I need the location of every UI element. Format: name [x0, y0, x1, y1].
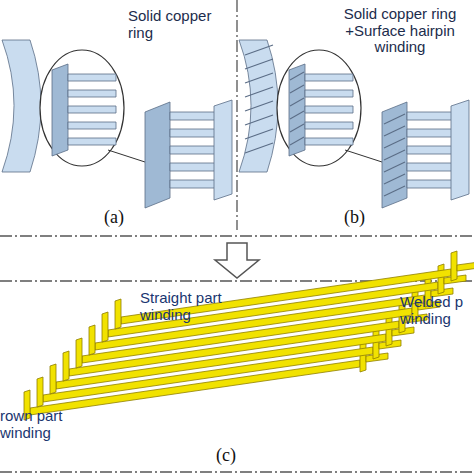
conductor-bar	[170, 129, 220, 137]
part-label: Welded p winding	[400, 294, 472, 327]
conductor-bar	[68, 138, 116, 145]
conductor-bar	[407, 180, 457, 188]
hairpin-conductor	[290, 72, 304, 80]
conductor-bar	[170, 180, 220, 188]
conductor-bar	[407, 163, 457, 171]
hairpin-conductor	[245, 143, 273, 153]
part-label: Straight part winding	[140, 290, 250, 323]
hairpin-conductor	[384, 150, 405, 160]
hairpin-conductor	[384, 186, 405, 196]
crown-end-turn	[76, 338, 82, 368]
conductor-bar	[68, 90, 116, 97]
conductor-bar	[68, 122, 116, 129]
conductor-bar	[305, 90, 353, 97]
conductor-bar	[407, 112, 457, 120]
ring-section	[289, 64, 305, 156]
conductor-bar	[170, 163, 220, 171]
hairpin-conductor	[384, 114, 405, 124]
winding-bar	[108, 282, 438, 337]
crown-end-turn	[63, 351, 69, 381]
crown-end-turn	[50, 364, 56, 394]
magnifier	[40, 50, 124, 166]
crown-end-turn	[89, 325, 95, 355]
hairpin-conductor	[384, 162, 405, 172]
separator-line	[236, 0, 237, 230]
crown-end-turn	[102, 312, 108, 342]
copper-ring	[2, 40, 41, 172]
hairpin-conductor	[384, 138, 405, 148]
hairpin-conductor	[384, 174, 405, 184]
conductor-bar	[305, 74, 353, 81]
down-arrow	[215, 243, 259, 278]
hairpin-conductor	[290, 98, 304, 106]
conductor-bar	[68, 74, 116, 81]
conductor-bar	[170, 112, 220, 120]
hairpin-conductor	[290, 137, 304, 145]
hairpin-conductor	[245, 59, 273, 69]
hairpin-conductor	[245, 101, 273, 111]
panel-b	[239, 40, 469, 208]
crown-end-turn	[115, 299, 121, 329]
crown-end-turn	[37, 377, 43, 407]
conductor-bar	[170, 146, 220, 154]
conductor-bar	[68, 106, 116, 113]
conductor-bar	[407, 129, 457, 137]
panel-a	[2, 40, 232, 208]
hairpin-conductor	[290, 85, 304, 93]
panel-c	[24, 251, 474, 420]
end-block	[451, 100, 469, 200]
welded-end-turn	[360, 342, 366, 372]
leader-line	[345, 150, 382, 162]
ring-section	[382, 102, 407, 208]
welded-end-turn	[438, 264, 444, 294]
hairpin-conductor	[245, 129, 273, 139]
part-label: rown part winding	[0, 408, 75, 441]
leader-line	[108, 150, 145, 162]
conductor-bar	[305, 122, 353, 129]
ring-section	[145, 102, 170, 208]
part-label: Solid copper ring +Surface hairpin windi…	[330, 6, 470, 56]
conductor-bar	[407, 146, 457, 154]
conductor-bar	[305, 106, 353, 113]
hairpin-conductor	[245, 73, 273, 83]
hairpin-conductor	[384, 126, 405, 136]
part-label: Solid copper ring	[128, 8, 233, 41]
panel-letter: (b)	[344, 208, 384, 228]
conductor-bar	[305, 138, 353, 145]
welded-end-turn	[386, 316, 392, 346]
hairpin-conductor	[245, 115, 273, 125]
hairpin-conductor	[290, 111, 304, 119]
welded-end-turn	[451, 251, 457, 281]
hairpin-conductor	[245, 87, 273, 97]
welded-end-turn	[373, 329, 379, 359]
magnifier	[277, 50, 361, 166]
panel-letter: (c)	[216, 446, 256, 466]
ring-section	[52, 64, 68, 156]
copper-ring	[239, 40, 278, 172]
end-block	[214, 100, 232, 200]
hairpin-conductor	[245, 45, 273, 55]
welded-lead	[457, 262, 474, 271]
hairpin-conductor	[290, 124, 304, 132]
separator-line	[0, 235, 474, 236]
panel-letter: (a)	[104, 208, 144, 228]
separator-line	[0, 471, 474, 472]
